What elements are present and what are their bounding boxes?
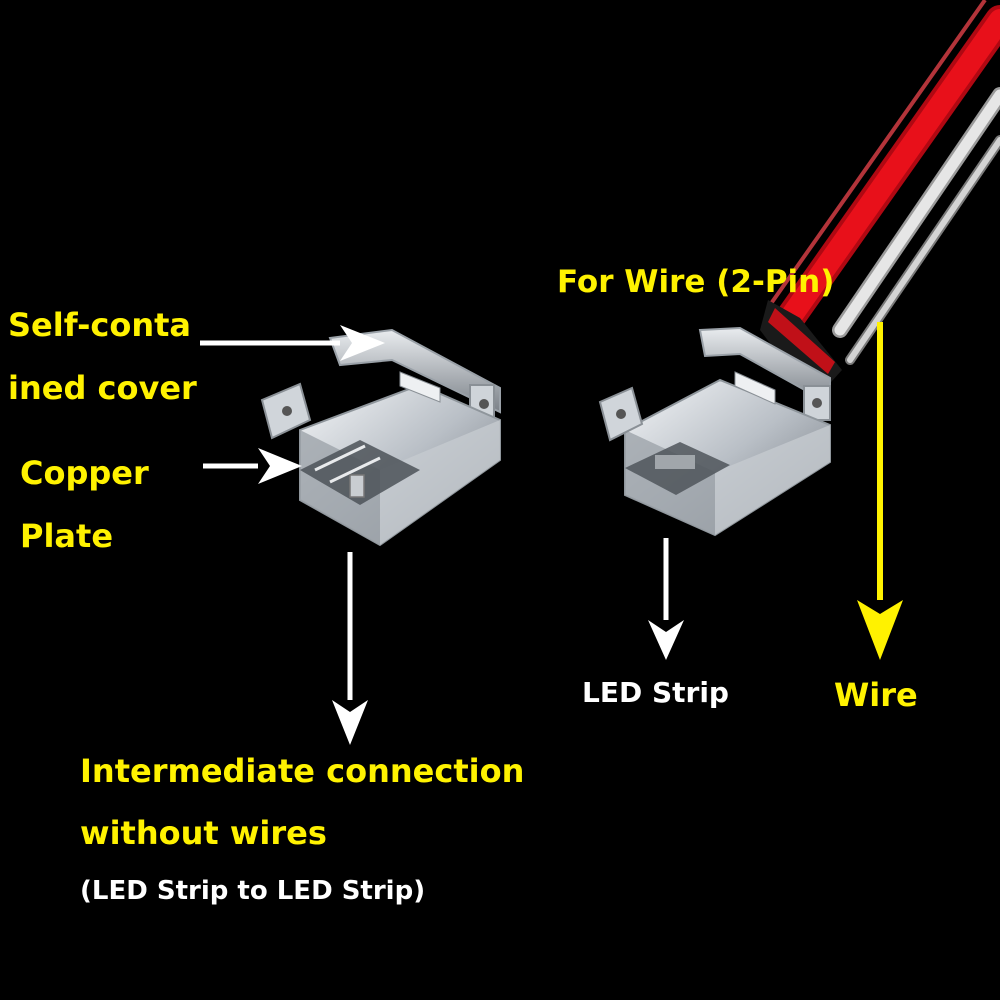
intermediate-connection-label: without wires <box>80 814 327 852</box>
for-wire-label: For Wire (2-Pin) <box>557 264 835 300</box>
intermediate-connection-sublabel: (LED Strip to LED Strip) <box>80 876 426 906</box>
self-contained-cover-label: Self-conta <box>8 306 191 344</box>
strip-to-strip-connector-icon <box>260 328 501 547</box>
intermediate-down-arrow <box>332 552 368 745</box>
copper-plate-label: Copper <box>20 454 149 492</box>
copper-pointer-arrow <box>203 448 302 484</box>
cover-pointer-arrow <box>200 325 385 361</box>
led-strip-label: LED Strip <box>582 676 729 709</box>
intermediate-connection-label: Intermediate connection <box>80 752 525 790</box>
copper-plate-label: Plate <box>20 517 114 555</box>
wire-down-arrow <box>857 322 903 660</box>
led-strip-down-arrow <box>648 538 684 660</box>
wire-label: Wire <box>834 676 918 714</box>
self-contained-cover-label: ined cover <box>8 369 197 407</box>
strip-to-wire-connector-icon <box>598 326 831 537</box>
cable-icon <box>760 0 1000 392</box>
